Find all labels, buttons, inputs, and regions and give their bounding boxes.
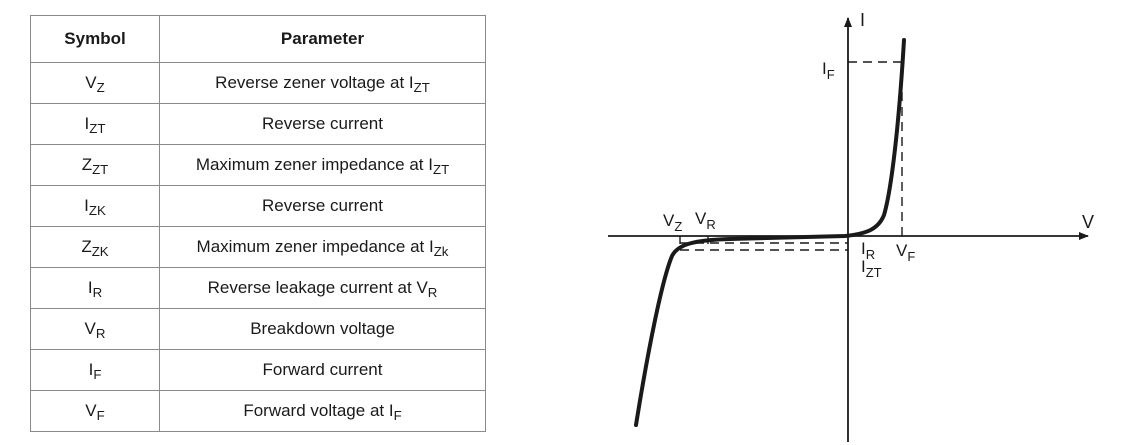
- header-symbol: Symbol: [30, 15, 160, 63]
- table-row: VR Breakdown voltage: [30, 308, 486, 350]
- symbol-subscript: Z: [96, 80, 105, 96]
- symbol-cell: IF: [30, 349, 160, 391]
- symbol-base: V: [84, 319, 96, 338]
- symbol-base: V: [85, 401, 97, 420]
- symbol-base: I: [84, 114, 90, 133]
- symbol-cell: ZZK: [30, 226, 160, 268]
- label-ir: IR: [861, 239, 875, 262]
- symbol-subscript: ZT: [89, 121, 106, 137]
- symbol-cell: VF: [30, 390, 160, 432]
- symbol-base: V: [85, 73, 97, 92]
- table-row: IF Forward current: [30, 349, 486, 391]
- y-axis-label: I: [860, 10, 865, 30]
- parameter-cell: Forward voltage at IF: [159, 390, 486, 432]
- table-row: IZK Reverse current: [30, 185, 486, 227]
- symbol-subscript: ZK: [88, 203, 106, 219]
- parameter-text: Maximum zener impedance at: [195, 155, 429, 174]
- parameter-symbol-base: I: [428, 237, 434, 256]
- label-vf: VF: [896, 241, 915, 264]
- symbol-base: Z: [81, 237, 92, 256]
- zener-iv-diagram: I V IF VZ VR IR IZT VF: [608, 10, 1094, 442]
- x-axis-label: V: [1082, 212, 1094, 232]
- parameter-symbol-subscript: F: [393, 408, 402, 424]
- parameter-cell: Maximum zener impedance at IZk: [159, 226, 486, 268]
- parameter-symbol-base: V: [416, 278, 428, 297]
- symbol-subscript: F: [96, 408, 105, 424]
- symbol-cell: IZK: [30, 185, 160, 227]
- symbol-base: I: [87, 278, 93, 297]
- symbol-cell: ZZT: [30, 144, 160, 186]
- label-vr: VR: [695, 209, 716, 232]
- table-header-row: Symbol Parameter: [30, 15, 486, 63]
- parameter-text: Forward current: [262, 360, 383, 379]
- symbol-cell: IZT: [30, 103, 160, 145]
- iv-curve: [634, 38, 906, 427]
- parameter-cell: Maximum zener impedance at IZT: [159, 144, 486, 186]
- parameter-symbol-subscript: ZT: [432, 162, 450, 178]
- symbol-subscript: R: [95, 326, 106, 342]
- parameter-text: Breakdown voltage: [250, 319, 395, 338]
- parameter-text: Reverse zener voltage at: [215, 73, 409, 92]
- parameter-symbol-subscript: R: [427, 285, 438, 301]
- parameter-cell: Breakdown voltage: [159, 308, 486, 350]
- label-vz: VZ: [663, 211, 682, 234]
- symbol-subscript: R: [92, 285, 103, 301]
- parameter-text: Reverse current: [262, 114, 383, 133]
- parameter-cell: Reverse leakage current at VR: [159, 267, 486, 309]
- parameter-text: Reverse current: [262, 196, 383, 215]
- parameter-cell: Reverse zener voltage at IZT: [159, 62, 486, 104]
- parameter-symbol-base: I: [408, 73, 414, 92]
- symbol-cell: VR: [30, 308, 160, 350]
- parameter-cell: Reverse current: [159, 185, 486, 227]
- table-row: IZT Reverse current: [30, 103, 486, 145]
- symbol-subscript: F: [93, 367, 102, 383]
- symbol-cell: VZ: [30, 62, 160, 104]
- parameter-text: Reverse leakage current at: [207, 278, 417, 297]
- parameter-symbol-base: I: [388, 401, 394, 420]
- header-parameter: Parameter: [159, 15, 486, 63]
- symbol-subscript: ZK: [91, 244, 109, 260]
- parameter-symbol-subscript: ZT: [413, 80, 430, 96]
- symbol-subscript: ZT: [92, 162, 109, 178]
- parameter-symbol-base: I: [428, 155, 433, 174]
- label-izt: IZT: [861, 257, 882, 280]
- parameter-symbol-subscript: Zk: [433, 244, 449, 260]
- symbol-cell: IR: [30, 267, 160, 309]
- parameter-text: Maximum zener impedance at: [196, 237, 429, 256]
- symbol-base: Z: [81, 155, 93, 174]
- symbol-base: I: [84, 196, 89, 215]
- symbol-base: I: [88, 360, 94, 379]
- dashed-reference-lines: [680, 61, 904, 251]
- label-if: IF: [822, 59, 835, 82]
- parameter-cell: Reverse current: [159, 103, 486, 145]
- parameter-text: Forward voltage at: [243, 401, 389, 420]
- parameter-cell: Forward current: [159, 349, 486, 391]
